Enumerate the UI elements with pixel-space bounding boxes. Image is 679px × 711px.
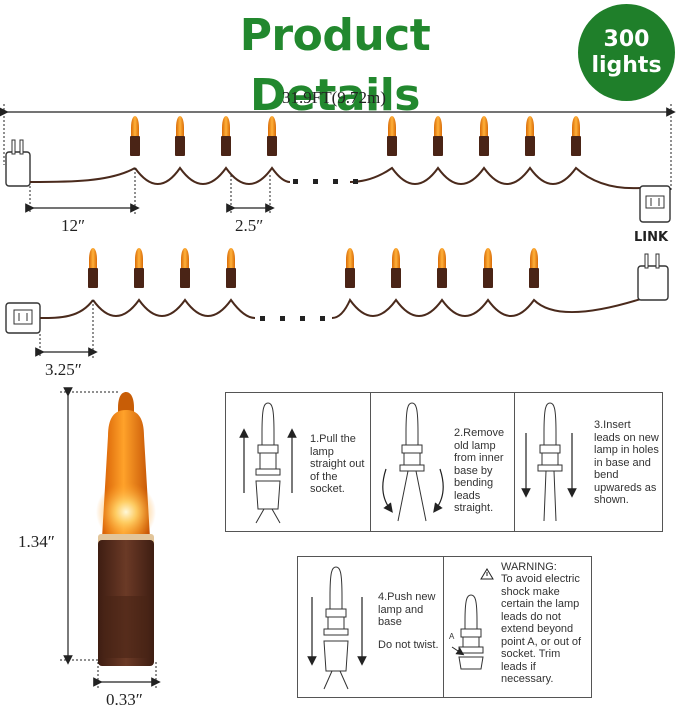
step-4-text: 4.Push new lamp and base bbox=[378, 591, 436, 628]
step-1-text: 1.Pull the lamp straight out of the sock… bbox=[310, 433, 365, 495]
bulb-height-label: 1.34″ bbox=[18, 532, 55, 551]
link-label: LINK bbox=[634, 230, 669, 245]
step-4-illustration bbox=[307, 566, 367, 690]
warning-cell: A WARNING: To avoid electric shock make … bbox=[443, 557, 591, 697]
link-connector-icon bbox=[639, 185, 671, 223]
warning-point-label: A bbox=[449, 632, 455, 641]
warning-icon bbox=[480, 568, 494, 580]
step-2-cell: 2.Remove old lamp from inner base by ben… bbox=[370, 393, 515, 531]
step-2-illustration bbox=[382, 402, 444, 522]
step-2-text: 2.Remove old lamp from inner base by ben… bbox=[454, 427, 505, 514]
ellipsis-dots-row-1 bbox=[293, 179, 358, 184]
badge-count: 300 bbox=[603, 26, 650, 52]
ellipsis-dots-row-2 bbox=[260, 316, 325, 321]
step-3-cell: 3.Insert leads on new lamp in holes in b… bbox=[514, 393, 662, 531]
large-bulb-illustration bbox=[96, 392, 156, 666]
page-title: Product Details bbox=[239, 10, 431, 121]
badge-unit: lights bbox=[591, 52, 662, 78]
light-count-badge: 300 lights bbox=[578, 4, 675, 101]
female-socket-icon bbox=[5, 302, 41, 334]
warning-text: To avoid electric shock make certain the… bbox=[501, 573, 582, 685]
step-4-cell: 4.Push new lamp and base Do not twist. bbox=[298, 557, 444, 697]
push-and-warning-panel: 4.Push new lamp and base Do not twist. A… bbox=[297, 556, 592, 698]
lead-length-label: 12″ bbox=[61, 216, 86, 235]
step-3-text: 3.Insert leads on new lamp in holes in b… bbox=[594, 419, 659, 506]
warning-heading: WARNING: bbox=[501, 561, 557, 573]
total-length-label: 31.9FT(9.72m) bbox=[282, 88, 386, 107]
bulb-spacing-label: 2.5″ bbox=[235, 216, 264, 235]
step-3-illustration bbox=[521, 402, 577, 522]
step-1-cell: 1.Pull the lamp straight out of the sock… bbox=[226, 393, 371, 531]
step-4-note: Do not twist. bbox=[378, 639, 439, 651]
male-plug-end-icon bbox=[637, 253, 669, 301]
male-plug-icon bbox=[5, 139, 31, 187]
light-string-row-2 bbox=[5, 248, 669, 358]
step-1-illustration bbox=[239, 402, 297, 524]
total-length-dimension bbox=[0, 104, 676, 190]
warning-illustration bbox=[451, 568, 494, 670]
replacement-steps-panel: 1.Pull the lamp straight out of the sock… bbox=[225, 392, 663, 532]
bulb-width-label: 0.33″ bbox=[106, 690, 143, 709]
tail-length-label: 3.25″ bbox=[45, 360, 82, 379]
light-string-row-1 bbox=[5, 116, 671, 223]
